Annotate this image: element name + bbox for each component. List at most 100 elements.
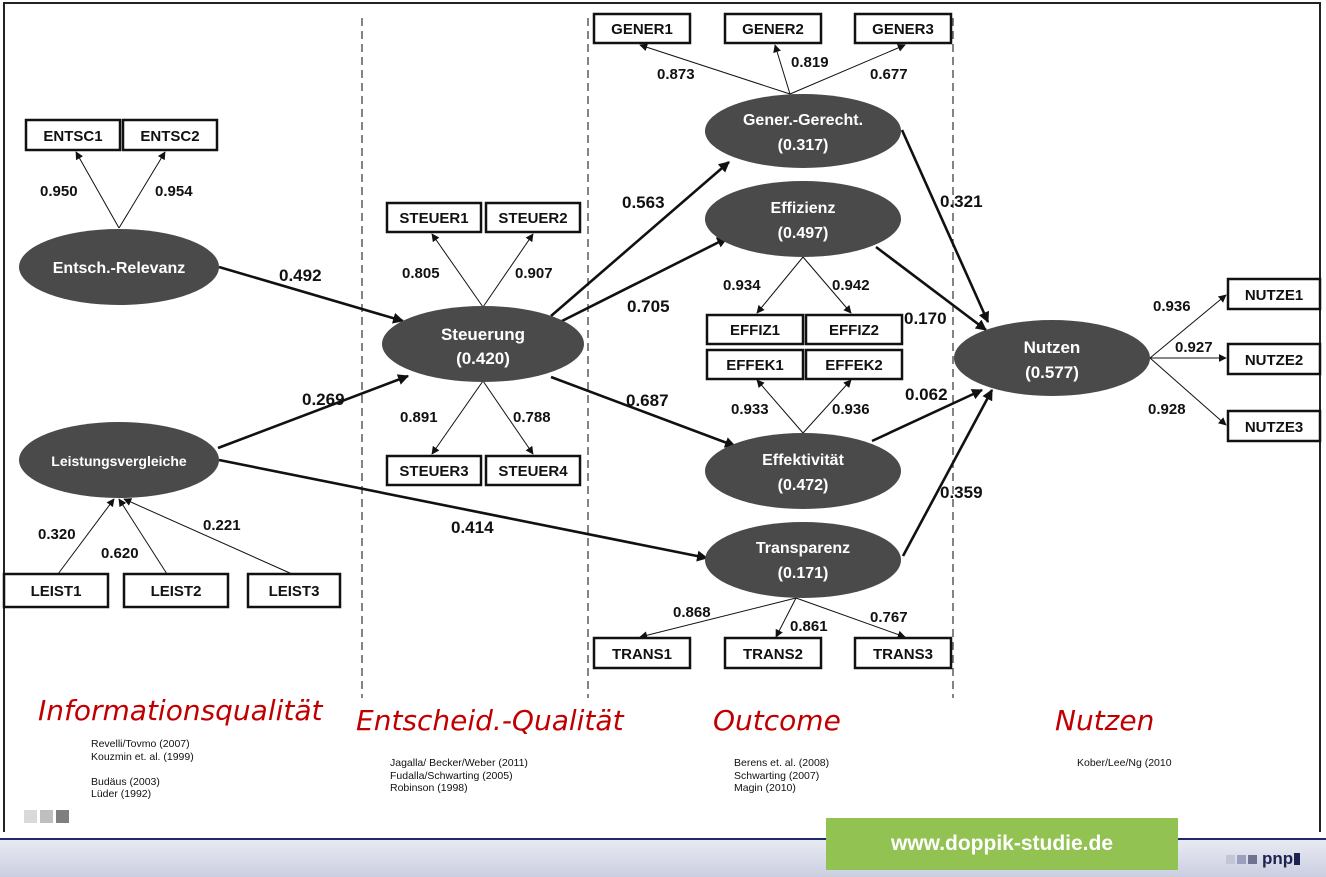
reference-item: Revelli/Tovmo (2007) (91, 738, 190, 750)
reference-item: Berens et. al. (2008) (734, 757, 830, 769)
svg-text:NUTZE1: NUTZE1 (1245, 287, 1303, 304)
indicator-trans1: TRANS1 (592, 636, 692, 670)
link-leist3 (123, 498, 293, 575)
construct-effiz: Effizienz (0.497) (705, 181, 901, 257)
logo-square-icon (1226, 854, 1235, 864)
loading-nutze3: 0.928 (1148, 401, 1186, 418)
link-steuer2 (482, 233, 534, 308)
coef-effiz-nutzen: 0.170 (904, 309, 947, 328)
reference-item (91, 763, 194, 776)
link-trans2 (775, 597, 797, 638)
link-leist1 (57, 498, 115, 575)
indicator-entsc1: ENTSC1 (24, 118, 122, 152)
svg-text:TRANS1: TRANS1 (612, 646, 672, 663)
indicator-gener2: GENER2 (723, 12, 823, 45)
construct-steuer-label: Steuerung (441, 325, 525, 344)
indicator-effek1: EFFEK1 (705, 348, 805, 381)
svg-text:NUTZE2: NUTZE2 (1245, 352, 1303, 369)
svg-text:EFFEK1: EFFEK1 (726, 357, 784, 374)
link-gener3 (789, 44, 906, 95)
indicator-trans3: TRANS3 (853, 636, 953, 670)
construct-gener-value: (0.317) (778, 137, 829, 154)
svg-text:EFFIZ1: EFFIZ1 (730, 322, 780, 339)
indicator-effek2: EFFEK2 (804, 348, 904, 381)
section-dividers (361, 18, 954, 698)
link-effiz2 (802, 256, 852, 314)
path-leist-trans (218, 458, 709, 562)
svg-text:TRANS2: TRANS2 (743, 646, 803, 663)
path-effiz-nutzen (875, 245, 987, 332)
construct-effiz-value: (0.497) (778, 225, 829, 242)
coef-steuer-gener: 0.563 (622, 193, 665, 212)
coef-steuer-effek: 0.687 (626, 391, 669, 410)
link-nutze1 (1149, 294, 1227, 359)
svg-text:STEUER3: STEUER3 (399, 463, 468, 480)
loading-effek1: 0.933 (731, 401, 769, 418)
link-steuer1 (431, 233, 484, 308)
svg-text:GENER2: GENER2 (742, 21, 804, 38)
indicator-nutze2: NUTZE2 (1226, 342, 1322, 376)
path-steuer-effiz (555, 236, 728, 326)
loading-steuer4: 0.788 (513, 409, 551, 426)
path-leist-steuer (217, 374, 410, 450)
pnp-logo: pnp (1226, 849, 1302, 869)
decorative-squares (24, 810, 72, 828)
construct-leist-label: Leistungsvergleiche (51, 453, 187, 469)
link-steuer3 (431, 380, 484, 455)
construct-trans-value: (0.171) (778, 565, 829, 582)
construct-nutzen: Nutzen (0.577) (954, 320, 1150, 396)
loading-leist2: 0.620 (101, 545, 139, 562)
construct-gener: Gener.-Gerecht. (0.317) (705, 94, 901, 168)
path-steuer-gener (550, 161, 730, 317)
svg-text:GENER1: GENER1 (611, 21, 673, 38)
reference-item: Schwarting (2007) (734, 769, 820, 782)
construct-effek: Effektivität (0.472) (705, 433, 901, 509)
indicator-leist3: LEIST3 (246, 572, 342, 609)
square-icon (40, 810, 53, 823)
loading-steuer2: 0.907 (515, 265, 553, 282)
indicator-steuer3: STEUER3 (385, 454, 483, 487)
link-steuer4 (482, 380, 534, 455)
link-entsc2 (118, 151, 166, 229)
reference-item: Kober/Lee/Ng (2010 (1077, 757, 1172, 769)
path-gener-nutzen (900, 129, 990, 324)
references-outcome: Berens et. al. (2008) Schwarting (2007) … (734, 757, 829, 795)
construct-effiz-label: Effizienz (771, 200, 836, 217)
coef-leist-steuer: 0.269 (302, 390, 345, 409)
reference-item: Budäus (2003) (91, 775, 160, 788)
indicator-steuer1: STEUER1 (385, 201, 483, 234)
construct-entsch: Entsch.-Relevanz (19, 229, 219, 305)
loading-effek2: 0.936 (832, 401, 870, 418)
construct-gener-label: Gener.-Gerecht. (743, 112, 863, 129)
reference-item: Jagalla/ Becker/Weber (2011) (390, 757, 528, 769)
link-gener2 (773, 44, 791, 95)
construct-steuer: Steuerung (0.420) (382, 306, 584, 382)
indicator-leist2: LEIST2 (122, 572, 230, 609)
loading-gener1: 0.873 (657, 66, 695, 83)
construct-leist: Leistungsvergleiche (19, 422, 219, 498)
section-title-entscheid-qualitaet: Entscheid.-Qualität (356, 704, 624, 737)
loading-entsc1: 0.950 (40, 183, 78, 200)
svg-text:EFFIZ2: EFFIZ2 (829, 322, 879, 339)
loading-effiz1: 0.934 (723, 277, 761, 294)
indicator-gener1: GENER1 (592, 12, 692, 45)
construct-effek-label: Effektivität (762, 452, 844, 469)
indicator-steuer2: STEUER2 (484, 201, 582, 234)
loading-steuer1: 0.805 (402, 265, 440, 282)
indicator-trans2: TRANS2 (723, 636, 823, 670)
construct-effek-value: (0.472) (778, 477, 829, 494)
svg-text:ENTSC2: ENTSC2 (140, 128, 199, 145)
website-banner[interactable]: www.doppik-studie.de (826, 818, 1178, 870)
link-effiz1 (756, 256, 804, 314)
reference-item: Lüder (1992) (91, 788, 152, 800)
reference-item: Robinson (1998) (390, 782, 468, 794)
indicator-effiz2: EFFIZ2 (804, 313, 904, 346)
link-effek1 (756, 379, 804, 434)
coef-entsch-steuer: 0.492 (279, 266, 322, 285)
svg-text:LEIST3: LEIST3 (269, 583, 320, 600)
indicator-nutze1: NUTZE1 (1226, 277, 1322, 311)
svg-text:ENTSC1: ENTSC1 (43, 128, 102, 145)
link-effek2 (802, 379, 852, 434)
section-title-informationsqualitaet: Informationsqualität (38, 694, 323, 727)
